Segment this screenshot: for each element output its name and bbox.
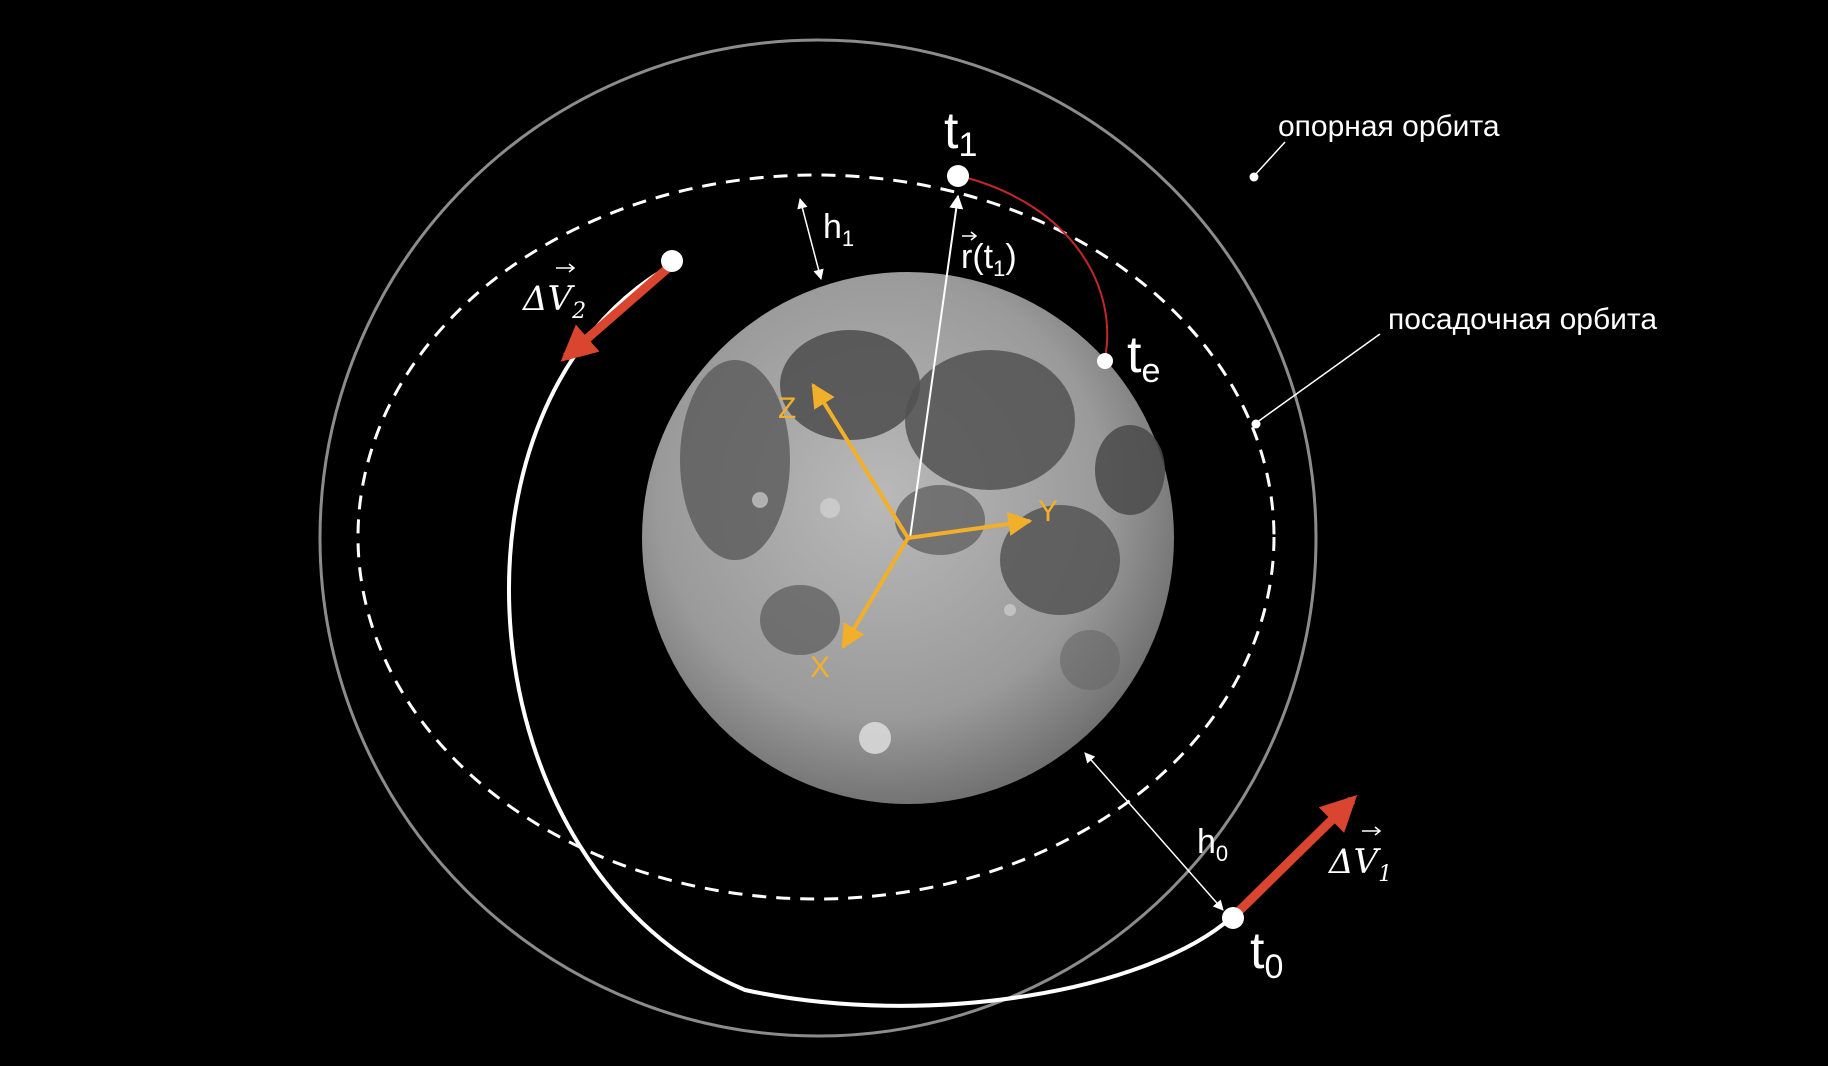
label-delta-v1: ΔV1 [1327, 826, 1392, 887]
reference-orbit-leader-dot [1249, 172, 1259, 182]
reference-orbit [318, 38, 1318, 1038]
landing-orbit [356, 173, 1276, 901]
landing-orbit-leader [1255, 333, 1381, 424]
h1-arrow [797, 197, 824, 281]
svg-text:ΔV2: ΔV2 [521, 279, 586, 324]
reference-orbit-label: опорная орбита [1278, 110, 1500, 143]
svg-text:ΔV1: ΔV1 [1327, 842, 1392, 887]
delta-v2-vector [560, 264, 671, 362]
axis-label-y: Y [1038, 495, 1058, 528]
label-t1: t1 [944, 102, 977, 164]
label-delta-v2: ΔV2 [521, 263, 586, 324]
x-axis [841, 536, 910, 650]
label-t0: t0 [1250, 922, 1283, 986]
transfer-orbit [506, 263, 1234, 1008]
radius-vector [909, 194, 964, 539]
h0-arrow [1084, 752, 1224, 911]
svg-text:r(t1): r(t1) [961, 238, 1017, 281]
landing-orbit-label: посадочная орбита [1388, 303, 1657, 336]
axis-label-x: X [810, 651, 830, 684]
point-t1 [947, 165, 969, 187]
label-h1: h1 [823, 208, 854, 251]
label-te: te [1127, 326, 1160, 390]
axis-label-z: Z [778, 392, 796, 425]
descent-arc [959, 175, 1109, 359]
delta-v1-vector [1232, 794, 1358, 918]
z-axis [811, 382, 910, 540]
landing-orbit-leader-dot [1251, 419, 1261, 429]
label-r-vector: r(t1) [961, 231, 1017, 281]
point-t0 [1222, 907, 1244, 929]
point-dv2 [661, 250, 683, 272]
reference-orbit-leader [1253, 141, 1286, 177]
coordinate-axes [811, 382, 1033, 650]
y-axis [907, 512, 1033, 540]
point-te [1097, 353, 1113, 369]
label-h0: h0 [1197, 823, 1228, 866]
